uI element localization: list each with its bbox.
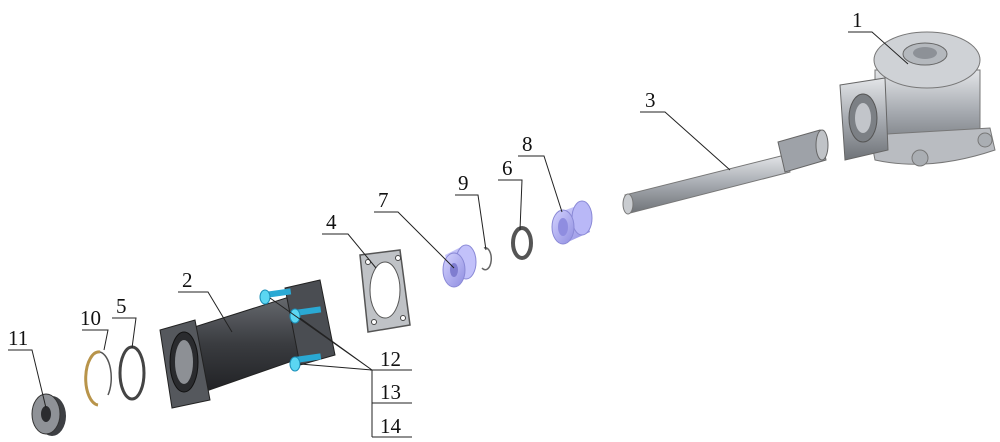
part-1-housing <box>839 31 996 167</box>
part-8-bushing <box>551 200 593 245</box>
part-5-ring <box>118 345 146 401</box>
bolt-12 <box>259 288 292 305</box>
callout-5: 5 <box>116 294 127 318</box>
callout-6: 6 <box>502 156 513 180</box>
bolt-14 <box>289 353 322 372</box>
callout-7: 7 <box>378 188 389 212</box>
part-11-nut <box>31 393 66 436</box>
callout-2: 2 <box>182 268 193 292</box>
callout-1: 1 <box>852 8 863 32</box>
part-3-shaft <box>622 129 829 215</box>
callout-11: 11 <box>8 326 28 350</box>
callout-12: 12 <box>380 347 401 371</box>
callout-labels: 1 2 3 4 5 6 7 8 9 10 11 12 13 14 <box>8 8 863 438</box>
part-6-washer <box>511 226 533 260</box>
callout-13: 13 <box>380 380 401 404</box>
bolts-12-13-14 <box>259 288 322 372</box>
callout-14: 14 <box>380 414 402 438</box>
callout-3: 3 <box>645 88 656 112</box>
callout-4: 4 <box>326 210 337 234</box>
part-10-retaining-ring <box>84 350 113 407</box>
callout-9: 9 <box>458 171 469 195</box>
part-9-circlip <box>481 247 492 271</box>
part-4-gasket <box>359 249 411 333</box>
callout-8: 8 <box>522 132 533 156</box>
callout-10: 10 <box>80 306 101 330</box>
leader-lines <box>8 31 909 438</box>
part-7-bushing <box>442 244 477 288</box>
part-2-tube <box>159 279 336 409</box>
